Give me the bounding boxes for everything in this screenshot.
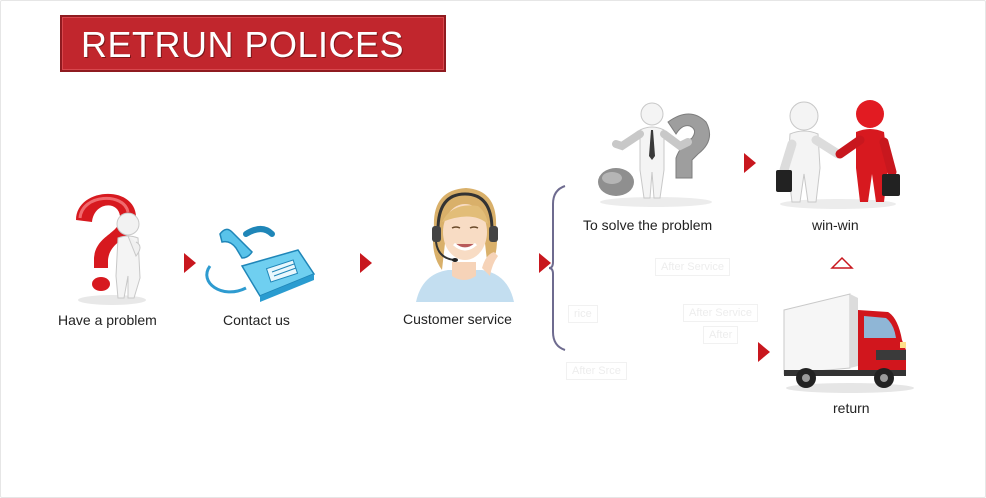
step-label-contact-us: Contact us <box>223 312 290 328</box>
title-banner: RETRUN POLICES <box>60 15 446 72</box>
arrow-right-icon <box>360 253 372 273</box>
arrow-right-icon <box>744 153 756 173</box>
watermark-label: rice <box>568 305 598 323</box>
arrow-right-icon <box>539 253 551 273</box>
customer-service-agent-icon <box>412 184 518 302</box>
question-figure-icon <box>64 180 160 306</box>
branch-bracket <box>548 185 566 351</box>
watermark-label: After Service <box>683 304 758 322</box>
arrow-up-icon <box>830 256 854 269</box>
step-label-return: return <box>833 400 870 416</box>
solve-problem-figure-icon <box>594 100 718 208</box>
delivery-truck-icon <box>780 290 916 394</box>
telephone-icon <box>202 222 318 302</box>
arrow-right-icon <box>758 342 770 362</box>
watermark-label: After Service <box>655 258 730 276</box>
arrow-right-icon <box>184 253 196 273</box>
step-label-have-problem: Have a problem <box>58 312 157 328</box>
watermark-label: After <box>703 326 739 344</box>
page-title: RETRUN POLICES <box>81 24 405 65</box>
step-label-customer-service: Customer service <box>403 311 512 327</box>
handshake-figures-icon <box>774 98 902 210</box>
watermark-label: After Srce <box>566 362 627 380</box>
step-label-solve-problem: To solve the problem <box>583 217 713 233</box>
step-label-win-win: win-win <box>812 217 859 233</box>
